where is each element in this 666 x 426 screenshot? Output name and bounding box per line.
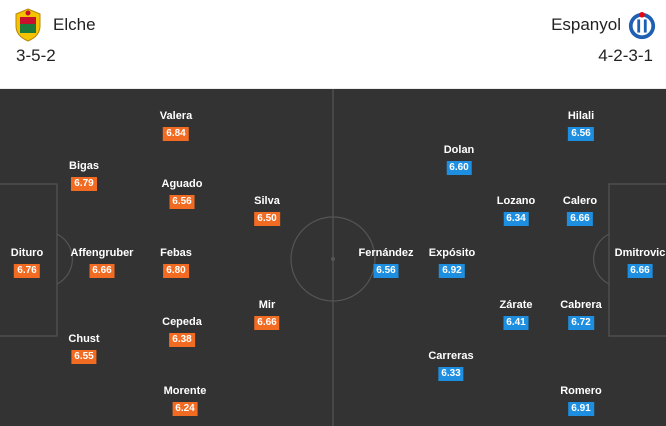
- player-name: Hilali: [567, 110, 595, 122]
- player-name: Affengruber: [70, 247, 134, 259]
- player-name: Fernández: [358, 247, 414, 259]
- player-rating: 6.56: [568, 127, 594, 141]
- player-chust[interactable]: Chust 6.55: [68, 332, 100, 364]
- pitch: Dituro 6.76 Bigas 6.79 Affengruber 6.66 …: [0, 89, 666, 426]
- home-formation: 3-5-2: [16, 46, 56, 65]
- player-hilali[interactable]: Hilali 6.56: [568, 109, 594, 141]
- player-romero[interactable]: Romero 6.91: [560, 384, 602, 416]
- player-aguado[interactable]: Aguado 6.56: [161, 177, 203, 209]
- player-name: Aguado: [161, 178, 203, 190]
- player-rating: 6.34: [503, 212, 529, 226]
- player-rating: 6.33: [438, 367, 464, 381]
- player-name: Romero: [560, 385, 602, 397]
- player-name: Calero: [562, 195, 598, 207]
- player-rating: 6.41: [503, 316, 529, 330]
- player-rating: 6.66: [254, 316, 280, 330]
- player-cabrera[interactable]: Cabrera 6.72: [560, 298, 602, 330]
- player-bigas[interactable]: Bigas 6.79: [69, 159, 99, 191]
- player-rating: 6.66: [89, 264, 115, 278]
- player-name: Dolan: [443, 144, 475, 156]
- player-name: Expósito: [428, 247, 476, 259]
- player-name: Carreras: [428, 350, 474, 362]
- player-carreras[interactable]: Carreras 6.33: [428, 349, 474, 381]
- player-rating: 6.56: [169, 195, 195, 209]
- player-rating: 6.66: [627, 264, 653, 278]
- player-name: Dituro: [10, 247, 44, 259]
- match-header: Elche 3-5-2 Espanyol 4-2-3-1: [0, 0, 666, 89]
- player-calero[interactable]: Calero 6.66: [563, 194, 597, 226]
- away-formation: 4-2-3-1: [598, 46, 653, 65]
- player-name: Febas: [160, 247, 192, 259]
- player-mir[interactable]: Mir 6.66: [254, 298, 280, 330]
- player-cepeda[interactable]: Cepeda 6.38: [162, 315, 202, 347]
- player-rating: 6.79: [71, 177, 97, 191]
- player-zarate[interactable]: Zárate 6.41: [499, 298, 533, 330]
- away-team-name: Espanyol: [551, 15, 621, 34]
- player-name: Dmitrovic: [614, 247, 666, 259]
- player-fernandez[interactable]: Fernández 6.56: [358, 246, 414, 278]
- player-name: Morente: [163, 385, 207, 397]
- player-lozano[interactable]: Lozano 6.34: [496, 194, 536, 226]
- player-affengruber[interactable]: Affengruber 6.66: [70, 246, 134, 278]
- player-name: Cabrera: [560, 299, 602, 311]
- player-rating: 6.72: [568, 316, 594, 330]
- player-rating: 6.24: [172, 402, 198, 416]
- player-rating: 6.60: [446, 161, 472, 175]
- player-febas[interactable]: Febas 6.80: [160, 246, 192, 278]
- player-silva[interactable]: Silva 6.50: [254, 194, 280, 226]
- player-name: Zárate: [499, 299, 533, 311]
- player-exposito[interactable]: Expósito 6.92: [429, 246, 475, 278]
- player-dolan[interactable]: Dolan 6.60: [443, 143, 475, 175]
- pitch-markings: [0, 89, 666, 426]
- player-rating: 6.55: [71, 350, 97, 364]
- player-rating: 6.76: [14, 264, 40, 278]
- player-rating: 6.50: [254, 212, 280, 226]
- player-name: Mir: [258, 299, 276, 311]
- player-rating: 6.84: [163, 127, 189, 141]
- player-rating: 6.38: [169, 333, 195, 347]
- player-rating: 6.80: [163, 264, 189, 278]
- player-rating: 6.56: [373, 264, 399, 278]
- player-dituro[interactable]: Dituro 6.76: [11, 246, 43, 278]
- player-name: Silva: [254, 195, 280, 207]
- player-rating: 6.91: [568, 402, 594, 416]
- player-name: Lozano: [496, 195, 536, 207]
- home-team-name: Elche: [53, 15, 96, 34]
- player-dmitrovic[interactable]: Dmitrovic 6.66: [614, 246, 666, 278]
- player-rating: 6.66: [567, 212, 593, 226]
- player-valera[interactable]: Valera 6.84: [160, 109, 192, 141]
- player-rating: 6.92: [439, 264, 465, 278]
- player-name: Cepeda: [162, 316, 202, 328]
- player-name: Bigas: [69, 160, 99, 172]
- player-name: Chust: [68, 333, 100, 345]
- player-name: Valera: [159, 110, 193, 122]
- espanyol-crest-icon: [628, 11, 656, 40]
- elche-crest-icon: [15, 8, 41, 42]
- player-morente[interactable]: Morente 6.24: [163, 384, 207, 416]
